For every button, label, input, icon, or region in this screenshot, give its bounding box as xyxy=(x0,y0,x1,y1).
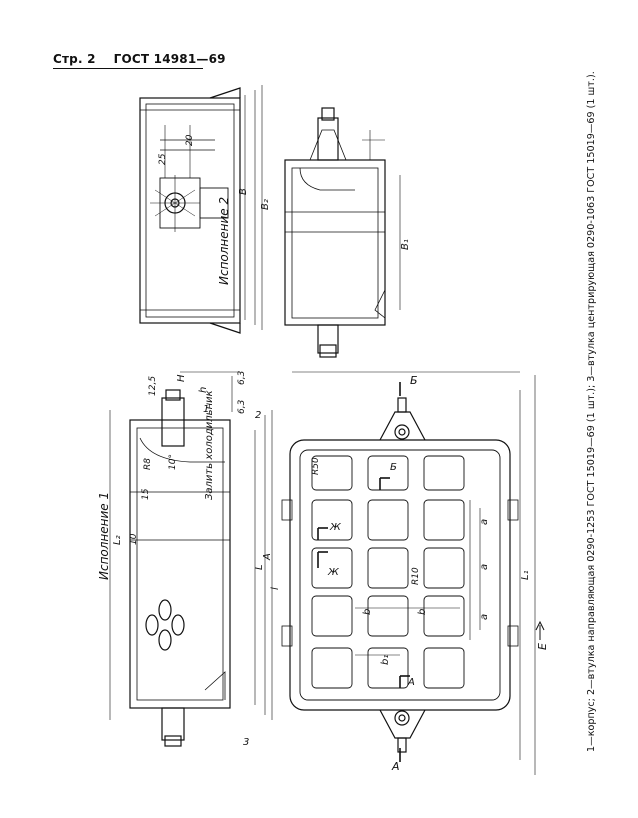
dim-H: H xyxy=(176,374,187,382)
section-B-inner: Б xyxy=(390,462,397,473)
variant2-top-view xyxy=(139,85,263,334)
dim-L: L xyxy=(254,564,265,570)
dim-R50: R50 xyxy=(311,457,321,475)
section-A-bottom: А xyxy=(391,760,400,773)
ref-1: 1 xyxy=(203,404,209,415)
variant1-title: Исполнение 1 xyxy=(97,492,111,580)
ref-3: 3 xyxy=(243,737,249,748)
dim-6-3-b: 6,3 xyxy=(237,399,247,414)
dim-L1: L₁ xyxy=(520,570,531,580)
ref-2: 2 xyxy=(255,410,261,421)
dim-a-2: a xyxy=(479,564,490,570)
dim-B2: B₂ xyxy=(260,199,271,210)
dim-10: 10 xyxy=(129,533,139,545)
plan-view-grid xyxy=(281,371,536,775)
dim-A: A xyxy=(262,553,273,561)
header-rule xyxy=(53,68,203,69)
dim-h: h xyxy=(198,387,209,393)
dim-B: B xyxy=(238,188,249,195)
section-Zh-2: Ж xyxy=(327,567,340,578)
dim-L2: L₂ xyxy=(112,535,123,545)
section-A-inner: А xyxy=(407,677,415,688)
page-number: Стр. 2 xyxy=(53,52,96,66)
dim-6-3-a: 6,3 xyxy=(237,370,247,385)
dim-15: 15 xyxy=(141,488,151,500)
dim-20: 20 xyxy=(185,134,195,146)
dim-b1: b₁ xyxy=(380,655,391,665)
dim-l: l xyxy=(270,587,281,590)
dim-R8: R8 xyxy=(143,458,153,470)
variant1-side-view xyxy=(109,371,273,747)
standard-number: ГОСТ 14981—69 xyxy=(113,52,226,66)
dim-a-1: a xyxy=(479,519,490,525)
dim-a-3: a xyxy=(479,614,490,620)
dim-b-2: b xyxy=(417,609,428,615)
dim-B1: B₁ xyxy=(400,239,411,250)
pour-note: Залить холодильник xyxy=(204,390,215,500)
dim-12-5: 12,5 xyxy=(148,376,158,396)
page-header: Стр. 2 ГОСТ 14981—69 xyxy=(53,52,226,69)
dim-10deg: 10° xyxy=(168,454,178,470)
dim-b-1: b xyxy=(362,609,373,615)
variant2-section-view xyxy=(284,107,401,358)
view-E: Е xyxy=(536,643,549,650)
section-B-top: Б xyxy=(410,374,418,387)
dim-R10: R10 xyxy=(411,567,421,585)
section-Zh-1: Ж xyxy=(329,522,342,533)
figure-caption: 1—корпус; 2—втулка направляющая 0290-125… xyxy=(586,71,597,752)
variant2-title: Исполнение 2 xyxy=(217,197,231,285)
dim-25: 25 xyxy=(158,153,168,165)
